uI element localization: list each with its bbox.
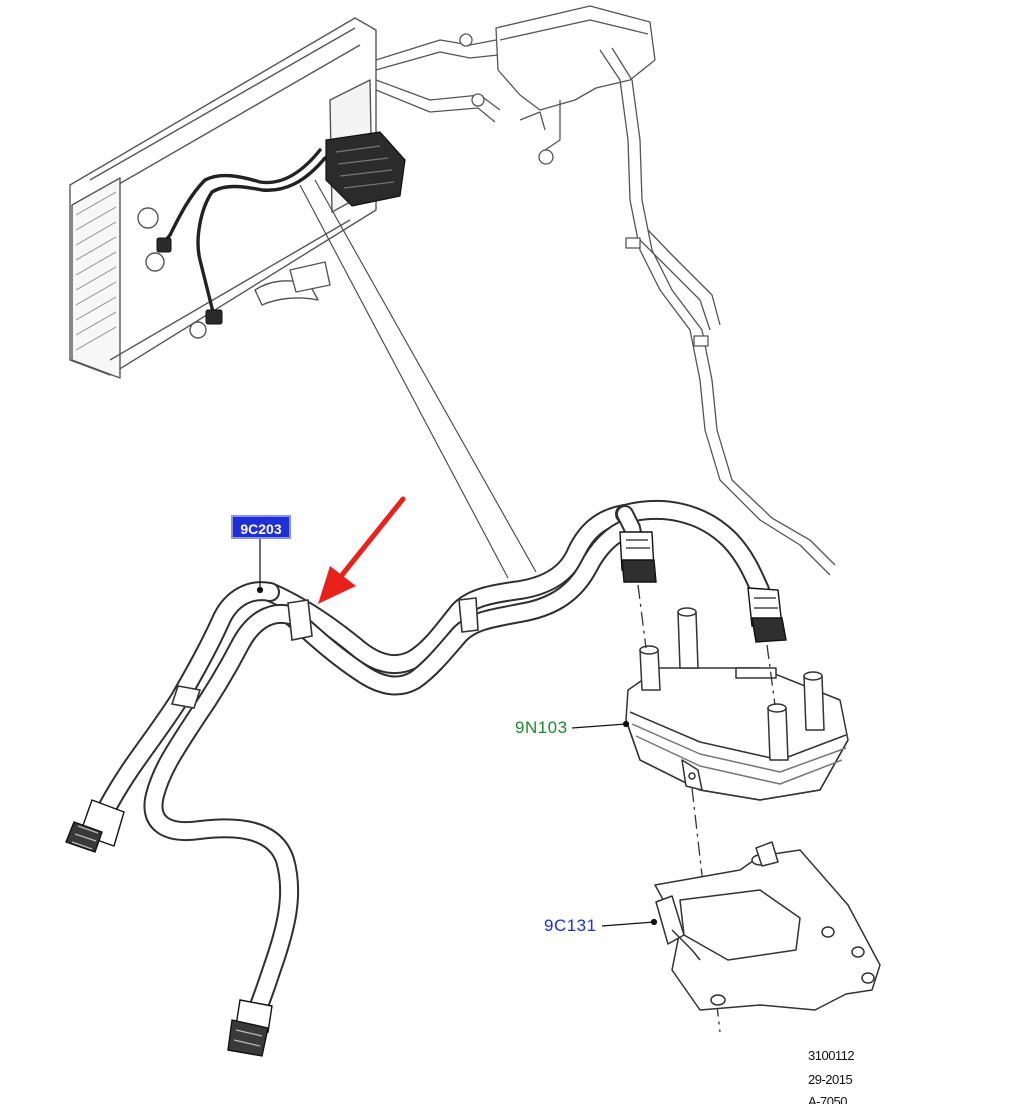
detail-leader-lines xyxy=(299,179,537,579)
oil-cooler xyxy=(625,607,849,801)
hose-clips xyxy=(170,597,479,709)
callout-hose-part-label: 9C203 xyxy=(231,515,291,539)
drawing-stamp-line2: 29-2015 xyxy=(808,1072,853,1087)
callout-oil-cooler-label: 9N103 xyxy=(515,718,568,737)
drawing-stamp-line3: A-7050 xyxy=(808,1094,847,1104)
cooler-bracket xyxy=(654,841,881,1011)
hose-end-connectors xyxy=(65,531,787,1057)
red-arrow-icon xyxy=(318,496,406,604)
connector-cooler-inlet xyxy=(619,531,657,583)
cooler-ports xyxy=(639,607,825,761)
callout-bracket-label: 9C131 xyxy=(544,916,597,935)
connector-left-upper xyxy=(65,799,125,853)
radiator-assembly xyxy=(69,17,377,379)
coolant-pipework xyxy=(375,5,836,576)
callout-leaders xyxy=(256,538,658,927)
connector-cooler-outlet xyxy=(747,587,787,643)
radiator-fins xyxy=(75,191,117,351)
harness-connectors xyxy=(156,237,223,325)
assembly-centerlines xyxy=(637,584,776,1033)
connector-left-lower xyxy=(227,999,273,1057)
ecu-module xyxy=(325,131,406,207)
drawing-stamp-line1: 3100112 xyxy=(808,1048,855,1063)
